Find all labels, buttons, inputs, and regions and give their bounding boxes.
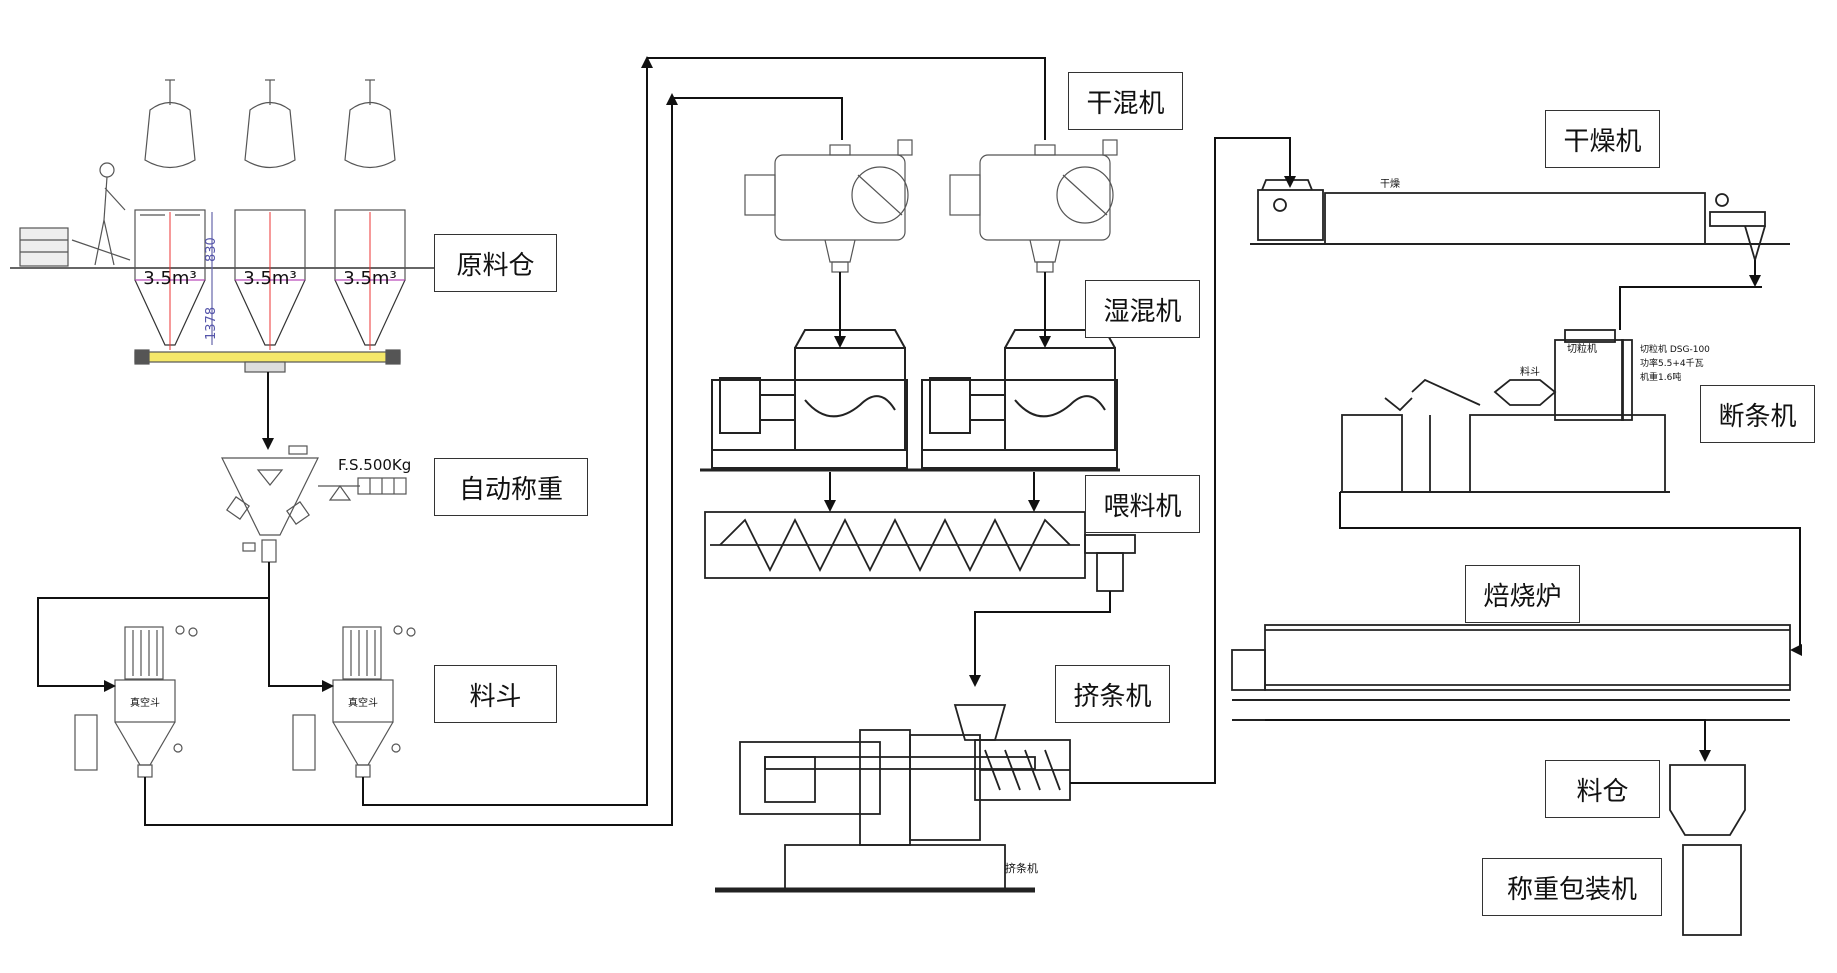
dryer-tag: 干燥 [1380, 178, 1400, 190]
bin-drawing [1670, 765, 1745, 935]
label-raw-silo: 原料仓 [434, 234, 557, 292]
feeder-drawing [705, 512, 1135, 591]
label-dry-mixer: 干混机 [1068, 72, 1183, 130]
vac-hopper-tag-1: 真空斗 [130, 696, 160, 709]
label-hopper: 料斗 [434, 665, 557, 723]
label-extruder: 挤条机 [1055, 665, 1170, 723]
cutter-spec-1: 切粒机 DSG-100 [1640, 343, 1710, 355]
label-kiln: 焙烧炉 [1465, 565, 1580, 623]
flow-lines [38, 58, 1800, 825]
kiln-drawing [1232, 625, 1790, 720]
dry-mixer-drawing [745, 140, 1117, 272]
label-auto-weigh: 自动称重 [434, 458, 588, 516]
extruder-tag: 挤条机 [1005, 861, 1038, 875]
wet-mixer-drawing [700, 330, 1120, 470]
cutter-tag: 切粒机 [1567, 342, 1597, 355]
dim-upper: 830 [204, 237, 219, 262]
cutter-spec-3: 机重1.6吨 [1640, 371, 1681, 383]
feed-tag: 料斗 [1520, 365, 1540, 378]
silo-volume-1: 3.5m³ [143, 268, 196, 289]
label-packer: 称重包装机 [1482, 858, 1662, 916]
label-bin: 料仓 [1545, 760, 1660, 818]
label-feeder: 喂料机 [1085, 475, 1200, 533]
scale-range-text: F.S.500Kg [338, 456, 411, 474]
silo-volume-3: 3.5m³ [343, 268, 396, 289]
label-wet-mixer: 湿混机 [1085, 280, 1200, 338]
silo-volume-2: 3.5m³ [243, 268, 296, 289]
raw-silo-drawing [10, 80, 445, 372]
vac-hopper-tag-2: 真空斗 [348, 696, 378, 709]
dryer-drawing [1250, 180, 1790, 260]
dim-lower: 1378 [204, 307, 219, 340]
label-dryer: 干燥机 [1545, 110, 1660, 168]
label-cutter: 断条机 [1700, 385, 1815, 443]
cutter-spec-2: 功率5.5+4千瓦 [1640, 357, 1704, 369]
cutter-drawing [1340, 330, 1670, 492]
